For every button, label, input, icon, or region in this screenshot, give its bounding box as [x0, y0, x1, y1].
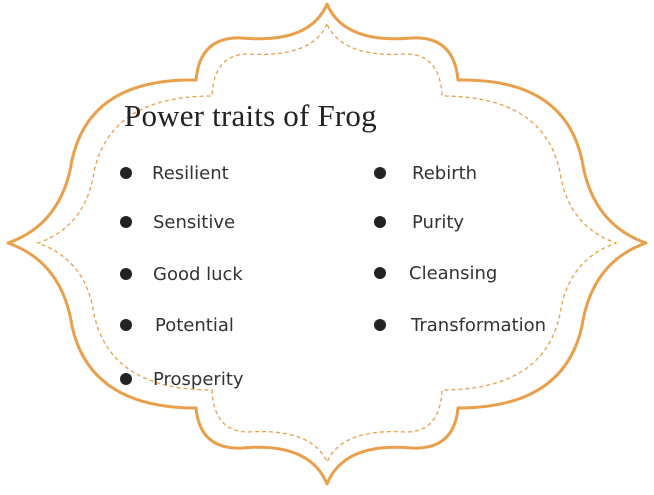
trait-item-good-luck: Good luck — [120, 262, 243, 286]
bullet-icon — [120, 373, 132, 385]
frame-outer-border — [6, 2, 648, 486]
bullet-icon — [120, 319, 132, 331]
trait-label: Transformation — [411, 314, 547, 336]
bullet-icon — [374, 167, 386, 179]
bullet-icon — [120, 216, 132, 228]
trait-item-resilient: Resilient — [120, 161, 229, 185]
trait-label: Good luck — [153, 263, 243, 285]
trait-label: Purity — [412, 211, 465, 233]
trait-item-sensitive: Sensitive — [120, 210, 235, 234]
trait-item-prosperity: Prosperity — [120, 367, 244, 391]
bullet-icon — [120, 167, 132, 179]
page-title: Power traits of Frog — [124, 98, 377, 133]
trait-label: Sensitive — [153, 211, 236, 233]
frame-inner-dashed-border — [36, 22, 618, 464]
trait-label: Potential — [155, 314, 234, 336]
bullet-icon — [374, 216, 386, 228]
bullet-icon — [120, 268, 132, 280]
trait-item-purity: Purity — [374, 210, 464, 234]
bullet-icon — [374, 267, 386, 279]
trait-label: Cleansing — [409, 262, 498, 284]
trait-label: Rebirth — [412, 162, 478, 184]
trait-item-rebirth: Rebirth — [374, 161, 477, 185]
trait-label: Prosperity — [153, 368, 244, 390]
trait-item-cleansing: Cleansing — [374, 261, 497, 285]
bullet-icon — [374, 319, 386, 331]
trait-item-transformation: Transformation — [374, 313, 546, 337]
trait-item-potential: Potential — [120, 313, 234, 337]
trait-label: Resilient — [152, 162, 229, 184]
